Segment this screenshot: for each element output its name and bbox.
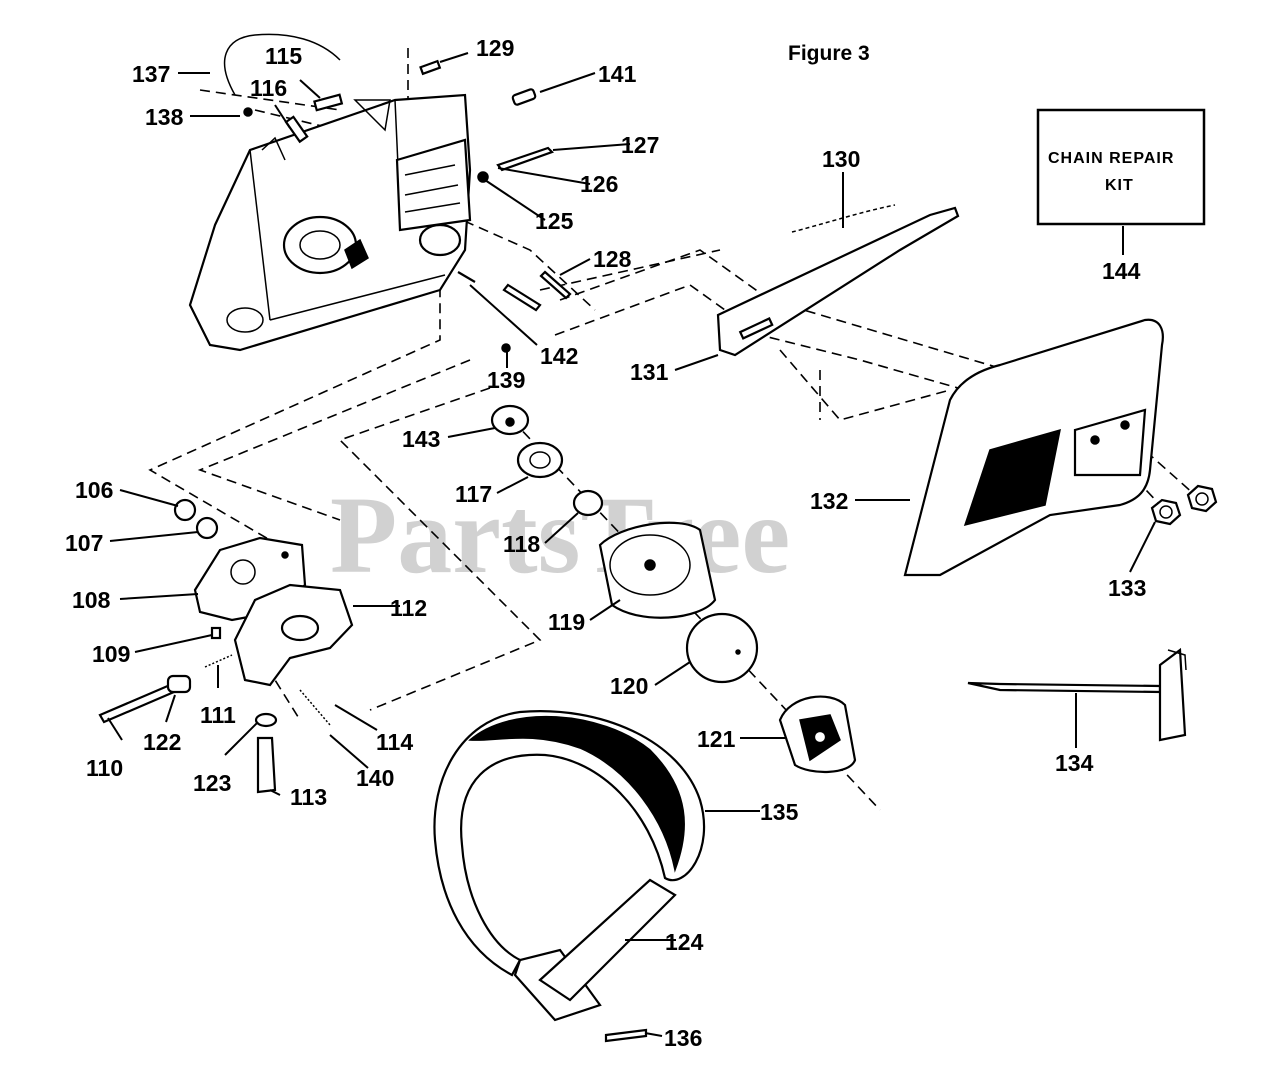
label-117: 117 — [455, 481, 492, 507]
label-138: 138 — [145, 104, 184, 130]
label-109: 109 — [92, 641, 130, 667]
kit-label-line2: KIT — [1105, 177, 1134, 194]
label-135: 135 — [760, 799, 799, 825]
label-107: 107 — [65, 530, 103, 556]
chain-case-housing — [188, 93, 472, 352]
part-labels: 137 115 116 138 129 141 127 126 125 128 … — [65, 35, 1146, 1051]
label-139: 139 — [487, 367, 525, 393]
oil-pump-assembly — [98, 498, 354, 794]
front-handle — [433, 710, 706, 1022]
scrench-tool — [967, 647, 1187, 742]
label-142: 142 — [540, 343, 578, 369]
label-115: 115 — [265, 43, 302, 69]
label-116: 116 — [250, 75, 287, 101]
label-128: 128 — [593, 246, 632, 272]
label-134: 134 — [1055, 750, 1094, 776]
cable — [224, 33, 341, 96]
label-130: 130 — [822, 146, 860, 172]
label-143: 143 — [402, 426, 440, 452]
handle-screw — [604, 1028, 648, 1043]
leader-lines — [107, 52, 1156, 1037]
label-108: 108 — [72, 587, 111, 613]
label-120: 120 — [610, 673, 648, 699]
small-screws-top — [243, 59, 572, 353]
label-126: 126 — [580, 171, 618, 197]
label-137: 137 — [132, 61, 170, 87]
watermark: PartsTree — [330, 474, 790, 596]
label-119: 119 — [548, 609, 585, 635]
clutch-parts — [490, 404, 857, 774]
label-123: 123 — [193, 770, 231, 796]
figure-title: Figure 3 — [788, 42, 870, 65]
label-122: 122 — [143, 729, 181, 755]
label-114: 114 — [376, 729, 413, 755]
label-124: 124 — [665, 929, 704, 955]
label-132: 132 — [810, 488, 848, 514]
kit-label-line1: CHAIN REPAIR — [1048, 150, 1174, 167]
bar-nuts — [1150, 484, 1218, 526]
sprocket-cover — [903, 318, 1164, 577]
label-106: 106 — [75, 477, 113, 503]
saw-chain — [791, 204, 896, 233]
label-111: 111 — [200, 702, 236, 728]
label-140: 140 — [356, 765, 394, 791]
label-110: 110 — [86, 755, 123, 781]
label-121: 121 — [697, 726, 736, 752]
label-144: 144 — [1102, 258, 1141, 284]
label-131: 131 — [630, 359, 669, 385]
label-127: 127 — [621, 132, 659, 158]
label-136: 136 — [664, 1025, 702, 1051]
guide-bar — [716, 206, 960, 357]
label-141: 141 — [598, 61, 637, 87]
label-118: 118 — [503, 531, 540, 557]
chain-repair-kit-box: CHAIN REPAIR KIT — [1036, 108, 1206, 226]
label-133: 133 — [1108, 575, 1146, 601]
label-112: 112 — [390, 595, 427, 621]
label-113: 113 — [290, 784, 327, 810]
label-129: 129 — [476, 35, 514, 61]
label-125: 125 — [535, 208, 574, 234]
